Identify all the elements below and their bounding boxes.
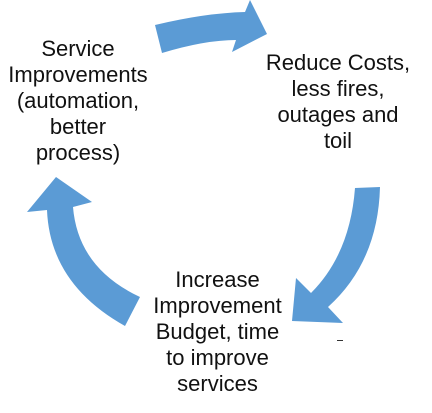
node-line: less fires, <box>291 76 385 101</box>
node-reduce-costs: Reduce Costs, less fires, outages and to… <box>258 50 418 154</box>
node-line: Increase <box>175 267 260 292</box>
node-service-improvements: Service Improvements (automation, better… <box>0 36 156 166</box>
node-line: Improvement <box>153 293 282 318</box>
node-line: outages and <box>277 102 399 127</box>
node-line: toil <box>323 128 353 153</box>
arrow-top <box>155 0 267 53</box>
node-increase-budget: Increase Improvement Budget, time to imp… <box>140 267 295 397</box>
arrow-right <box>292 187 380 323</box>
node-line: Budget, time <box>155 319 280 344</box>
node-line: services <box>177 371 258 396</box>
node-line: Reduce Costs, <box>265 50 411 75</box>
node-line: process) <box>35 140 121 165</box>
arrow-left <box>27 177 140 326</box>
stray-mark <box>337 340 343 341</box>
node-line: Improvements <box>8 62 148 87</box>
node-line: to improve <box>166 345 269 370</box>
node-line: Service <box>41 36 115 61</box>
node-line: better <box>49 114 107 139</box>
node-line: (automation, <box>16 88 140 113</box>
